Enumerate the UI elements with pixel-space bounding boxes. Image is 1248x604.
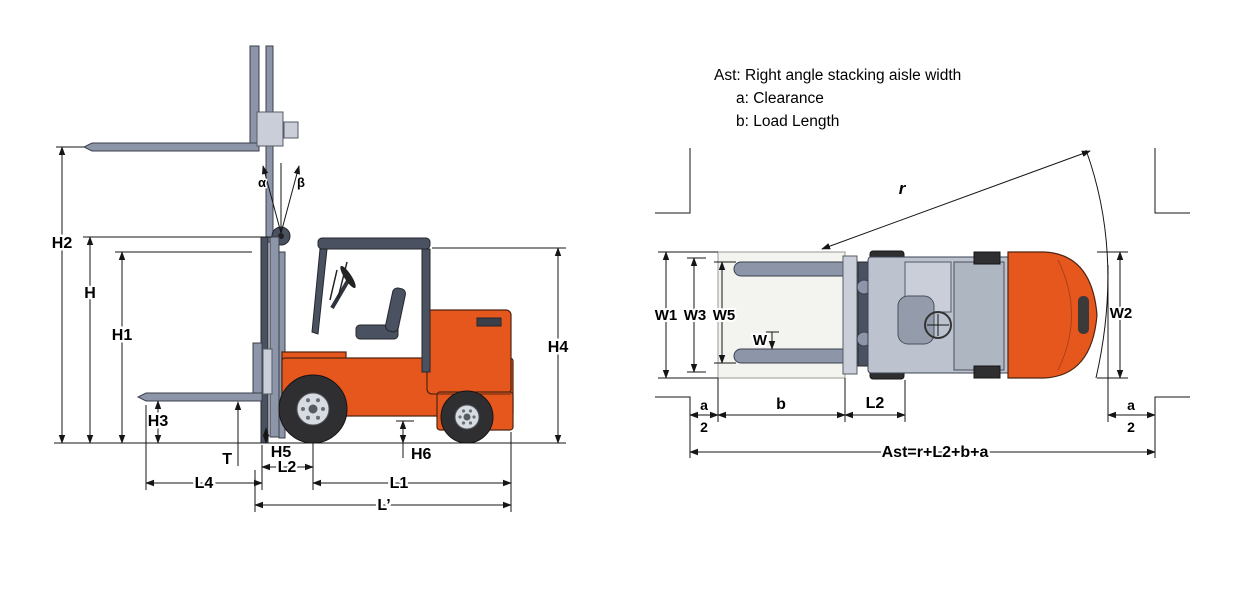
dim-h5: H5	[262, 427, 294, 464]
dim-w: W	[751, 330, 779, 351]
label-h: H	[84, 285, 96, 302]
label-w3: W3	[684, 307, 707, 324]
chassis-top-view	[867, 256, 1011, 374]
dim-h: H	[82, 236, 272, 444]
label-l-prime: L’	[377, 497, 390, 514]
dim-l-prime: L’	[254, 470, 512, 517]
label-w1: W1	[655, 307, 678, 324]
overhead-guard	[311, 237, 431, 373]
label-r: r	[899, 179, 907, 198]
top-view: r W1 W3 W5 W W2	[653, 67, 1190, 464]
mast-top-view	[842, 255, 872, 375]
label-a-numerator-right: a	[1127, 397, 1135, 413]
dim-h3: H3	[145, 400, 171, 444]
label-h3: H3	[148, 413, 169, 430]
mast-raised-section	[82, 45, 299, 246]
dim-b: b	[717, 394, 846, 419]
dim-h2: H2	[49, 146, 84, 444]
steer-wheel-bottom	[973, 365, 1001, 379]
dim-w1: W1	[653, 251, 718, 379]
label-beta: β	[297, 175, 305, 190]
label-h1: H1	[112, 327, 133, 344]
label-l2-top: L2	[866, 395, 885, 412]
hood-vent	[476, 317, 502, 327]
fork-top-upper	[733, 261, 857, 277]
dim-w2: W2	[1097, 251, 1134, 379]
control-lever	[337, 261, 348, 299]
label-h5: H5	[271, 444, 292, 461]
label-t: T	[222, 451, 232, 468]
legend: Ast: Right angle stacking aisle width a:…	[714, 67, 961, 130]
legend-b: b: Load Length	[736, 113, 839, 130]
label-w5: W5	[713, 307, 736, 324]
front-pillar	[311, 248, 328, 335]
dim-l4: L4	[145, 405, 263, 495]
steering-controls	[329, 261, 356, 310]
turning-arc	[1085, 149, 1109, 379]
counterweight	[1007, 251, 1098, 379]
label-a-denominator-right: 2	[1127, 419, 1135, 435]
steering-wheel-top-view	[924, 311, 952, 339]
fork	[136, 342, 273, 402]
dim-h4: H4	[432, 247, 571, 444]
dim-h6: H6	[396, 420, 434, 466]
label-h2: H2	[52, 235, 73, 252]
dim-ast: Ast=r+L2+b+a	[689, 442, 1156, 464]
dim-a2-right: a 2	[1107, 396, 1156, 437]
legend-ast: Ast: Right angle stacking aisle width	[714, 67, 961, 84]
label-a-numerator: a	[700, 397, 708, 413]
raised-fork-blade	[82, 142, 260, 152]
rear-pillar	[421, 248, 431, 373]
dim-l1: L1	[312, 432, 512, 512]
label-ast-formula: Ast=r+L2+b+a	[882, 444, 989, 461]
front-wheel	[278, 374, 348, 444]
label-l2-side: L2	[278, 459, 297, 476]
tow-pin	[1078, 296, 1089, 334]
fork-blade	[136, 392, 263, 402]
legend-a: a: Clearance	[736, 90, 824, 107]
steer-wheel-top	[973, 251, 1001, 265]
dim-a2-left: a 2	[689, 396, 719, 437]
side-view: α β	[49, 45, 571, 517]
dim-w5: W5	[711, 261, 737, 364]
control-lever	[329, 269, 338, 301]
label-w2: W2	[1110, 305, 1133, 322]
label-h4: H4	[548, 339, 569, 356]
dim-t: T	[220, 401, 242, 471]
fork-top-lower	[733, 348, 857, 364]
rear-wheel	[440, 390, 494, 444]
dim-l2-top: L2	[844, 393, 906, 419]
label-b: b	[776, 396, 786, 413]
label-l4: L4	[195, 475, 214, 492]
dim-w3: W3	[682, 257, 708, 373]
dim-h1: H1	[109, 251, 252, 444]
label-w: W	[753, 332, 768, 349]
seat	[355, 287, 407, 340]
aisle-walls	[655, 148, 1190, 458]
label-a-denominator: 2	[700, 419, 708, 435]
dim-l2-side: L2	[261, 443, 314, 490]
label-l1: L1	[390, 475, 409, 492]
seat-top-view	[897, 295, 935, 345]
label-alpha: α	[258, 175, 266, 190]
tilt-angle-fan: α β	[257, 163, 307, 234]
label-h6: H6	[411, 446, 432, 463]
